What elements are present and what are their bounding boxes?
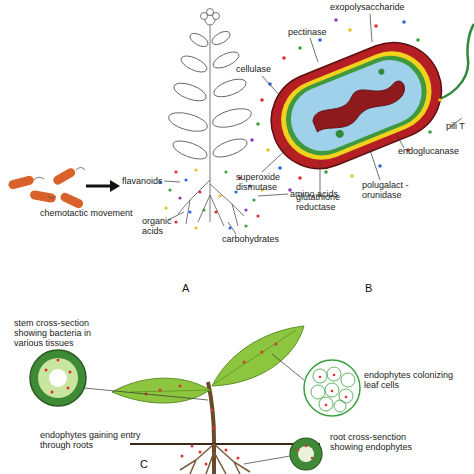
enzyme-dots	[250, 18, 442, 192]
annotation-label: endophytes colonizing leaf cells	[364, 370, 456, 390]
plant-line-art	[167, 9, 254, 227]
stem-cross-section	[30, 350, 208, 406]
leaf-cells-section	[272, 354, 360, 416]
annotation-label: superoxide dismutase	[236, 172, 292, 192]
panel-letter: A	[182, 282, 189, 294]
annotation-label: endoglucanase	[398, 146, 459, 156]
annotation-label: pili T	[446, 121, 465, 131]
root-cross-section	[244, 438, 322, 470]
annotation-label: polugalact -orunidase	[362, 180, 422, 200]
leader-lines-b	[262, 14, 462, 192]
annotation-label: root cross-senction showing endophytes	[330, 432, 440, 452]
panel-letter: B	[365, 282, 372, 294]
annotation-label: carbohydrates	[222, 234, 279, 244]
annotation-label: endophytes gaining entry through roots	[40, 430, 152, 450]
panel-letter: C	[140, 458, 148, 470]
annotation-label: flavanoids	[122, 176, 163, 186]
bacterium-cell	[257, 9, 474, 183]
annotation-label: glutathione reductase	[296, 192, 356, 212]
colored-plant	[112, 326, 320, 474]
arrow	[86, 180, 120, 192]
annotation-label: cellulase	[236, 64, 271, 74]
annotation-label: chemotactic movement	[40, 208, 133, 218]
annotation-label: exopolysaccharide	[330, 2, 405, 12]
annotation-label: stem cross-section showing bacteria in v…	[14, 318, 106, 348]
annotation-label: pectinase	[288, 27, 327, 37]
annotation-label: organic acids	[142, 216, 182, 236]
bacteria-cluster	[7, 167, 85, 210]
